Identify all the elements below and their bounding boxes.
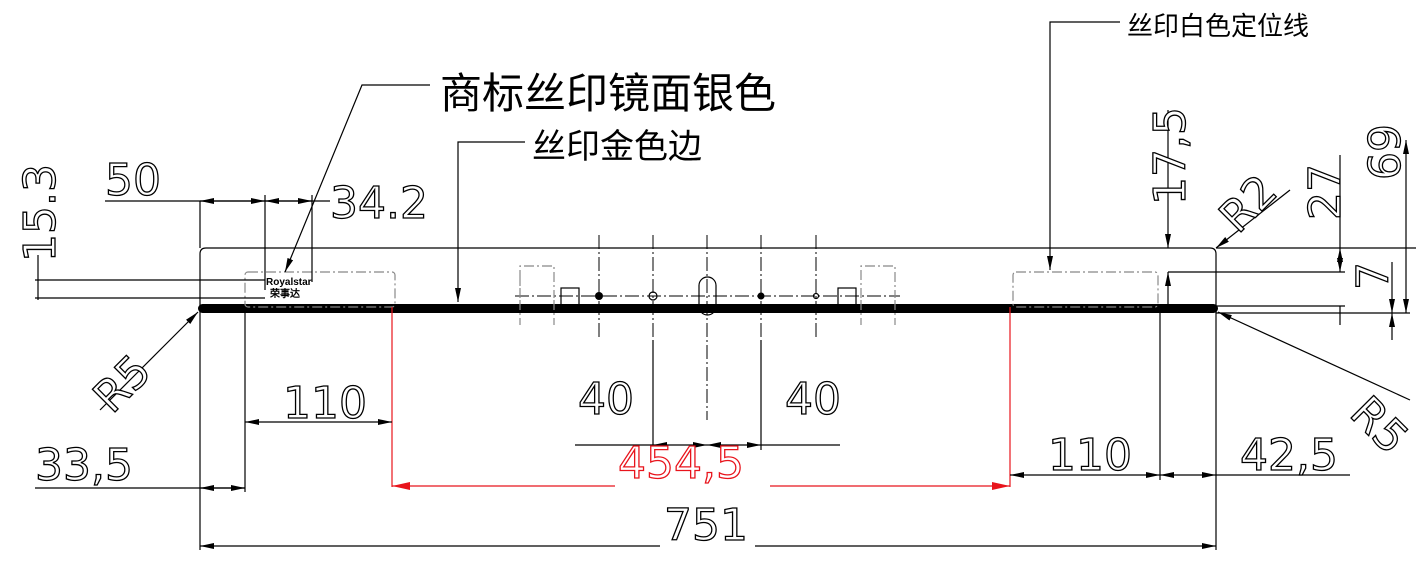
dim-7: 7	[1348, 262, 1399, 290]
callouts: 商标丝印镜面银色 丝印金色边 丝印白色定位线	[284, 12, 1309, 302]
white-positioning-box	[1012, 271, 1159, 308]
panel-outline	[198, 247, 1416, 550]
knob-icon	[757, 292, 765, 300]
logo-print-label: 商标丝印镜面银色	[440, 69, 776, 118]
dim-40-right: 40	[785, 374, 841, 425]
dim-15-3: 15.3	[15, 164, 66, 262]
dim-r5-left: R5	[84, 345, 161, 422]
dim-40-left: 40	[578, 374, 634, 425]
oval-knob-icon	[698, 276, 717, 316]
knob-icon	[595, 292, 603, 300]
dim-17-5: 17,5	[1145, 107, 1196, 205]
dim-33-5: 33,5	[35, 440, 133, 491]
knob-icon	[812, 292, 820, 300]
dim-110-right: 110	[1048, 430, 1132, 481]
gold-edge-band	[198, 304, 1218, 313]
dim-110-left: 110	[283, 378, 367, 429]
dim-50: 50	[105, 155, 161, 206]
dim-751: 751	[664, 500, 748, 551]
dim-right: 17,5 R2 27 7 69 R5	[1144, 106, 1416, 464]
dim-454-5: 454,5	[618, 438, 744, 489]
dim-69: 69	[1360, 124, 1411, 180]
knob-icon	[648, 291, 658, 301]
dim-34-2: 34.2	[330, 178, 428, 229]
square-button-icon	[560, 287, 580, 307]
white-line-label: 丝印白色定位线	[1127, 12, 1309, 42]
dim-27: 27	[1300, 164, 1351, 220]
square-button-icon	[837, 287, 857, 307]
dim-r5-right: R5	[1340, 387, 1416, 464]
logo-area: Royalstar 荣事达	[244, 271, 396, 308]
logo-en: Royalstar	[266, 277, 312, 288]
controls-row	[515, 235, 900, 420]
dim-bottom: 110 40 40 33,5 454,5 110 42,5 751	[34, 307, 1350, 552]
logo-cn: 荣事达	[269, 287, 300, 300]
dim-r2: R2	[1210, 165, 1287, 242]
dim-42-5: 42,5	[1240, 430, 1338, 481]
gold-edge-label: 丝印金色边	[532, 127, 702, 167]
